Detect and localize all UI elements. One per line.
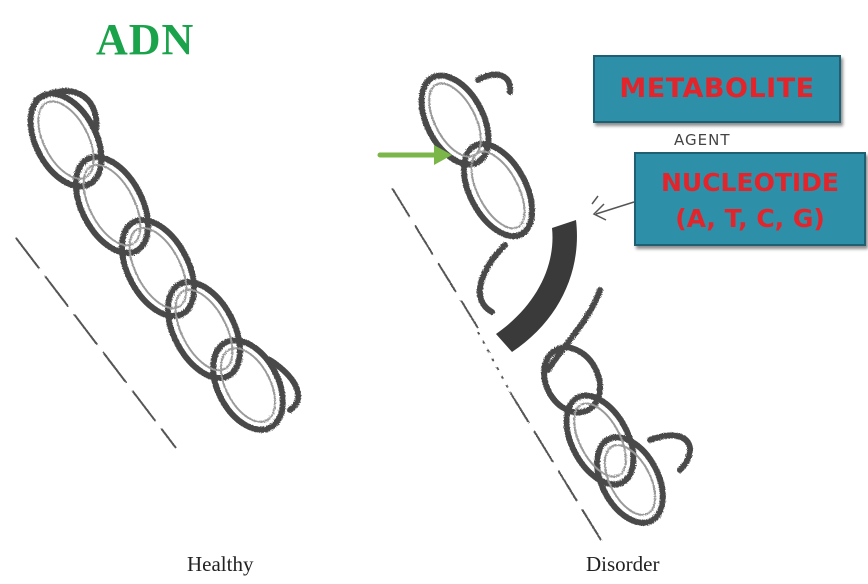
damage-band xyxy=(496,220,577,352)
disorder-coils-lower xyxy=(533,290,690,534)
nucleotide-arrow xyxy=(592,196,634,220)
healthy-axis-line xyxy=(16,238,176,448)
agent-label: AGENT xyxy=(674,131,730,149)
disorder-axis-line-upper xyxy=(392,188,478,328)
metabolite-box: METABOLITE xyxy=(593,55,841,123)
healthy-helix xyxy=(16,82,298,448)
nucleotide-box: NUCLEOTIDE (A, T, C, G) xyxy=(634,152,866,246)
metabolite-label: METABOLITE xyxy=(619,73,814,104)
caption-healthy: Healthy xyxy=(187,552,253,577)
nucleotide-label: NUCLEOTIDE xyxy=(636,165,864,201)
caption-disorder: Disorder xyxy=(586,552,659,577)
healthy-coils xyxy=(16,82,298,442)
healthy-coils-inner xyxy=(27,93,286,431)
title-adn: ADN xyxy=(96,14,194,65)
nucleotide-bases-label: (A, T, C, G) xyxy=(636,201,864,237)
disorder-axis-line-lower xyxy=(510,392,604,545)
